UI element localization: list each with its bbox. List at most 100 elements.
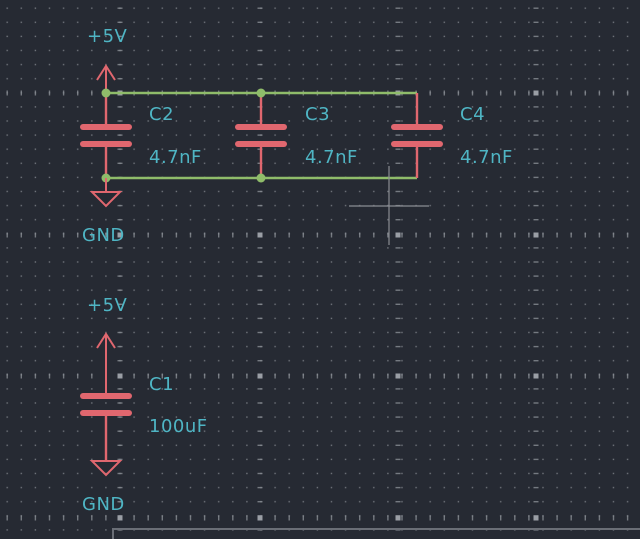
major-grid-tick <box>257 388 263 390</box>
major-grid-tick <box>117 49 123 52</box>
ground-triangle-icon <box>89 460 123 477</box>
major-grid-tick <box>533 78 539 80</box>
major-grid-tick <box>274 232 276 238</box>
component-ref[interactable]: C3 <box>305 104 330 125</box>
major-grid-tick <box>471 373 474 379</box>
major-grid-tick <box>257 7 263 9</box>
major-grid-tick <box>117 289 123 291</box>
major-grid-tick <box>246 515 248 521</box>
major-grid-tick <box>288 515 290 521</box>
major-grid-tick <box>6 232 8 238</box>
ground-symbol[interactable]: GND <box>82 178 125 246</box>
capacitor-c3[interactable]: C3 4.7nF <box>235 93 358 178</box>
major-grid-tick <box>395 219 401 221</box>
major-grid-tick <box>612 232 615 238</box>
major-grid-tick <box>533 106 539 108</box>
sheet-border <box>112 528 640 539</box>
major-grid-tick <box>533 35 539 38</box>
major-grid-tick <box>528 90 530 96</box>
decoupling-group: +5V C2 4.7nF C3 4.7nF C4 4.7nF <box>80 26 513 246</box>
major-grid-tick <box>20 515 22 521</box>
major-grid-tick <box>274 515 276 521</box>
component-value[interactable]: 100uF <box>149 416 208 437</box>
major-grid-tick <box>117 63 123 66</box>
major-grid-tick <box>117 486 123 489</box>
major-grid-tick <box>91 232 93 238</box>
major-grid-tick <box>218 373 220 379</box>
major-grid-tick <box>533 303 539 305</box>
major-grid-tick <box>500 515 502 521</box>
major-grid-tick <box>48 373 51 379</box>
ground-symbol[interactable]: GND <box>82 460 125 515</box>
component-value[interactable]: 4.7nF <box>460 147 513 168</box>
major-grid-tick <box>257 204 263 207</box>
major-grid-tick <box>359 515 361 521</box>
major-grid-node <box>395 373 401 379</box>
junction-dot <box>256 173 266 183</box>
capacitor-c1[interactable]: C1 100uF <box>80 374 208 461</box>
major-grid-tick <box>533 21 539 23</box>
major-grid-tick <box>429 515 431 521</box>
major-grid-tick <box>533 402 539 404</box>
major-grid-tick <box>48 515 51 521</box>
major-grid-tick <box>117 7 123 9</box>
major-grid-tick <box>626 90 629 96</box>
major-grid-tick <box>395 430 401 432</box>
major-grid-tick <box>533 261 539 263</box>
component-value[interactable]: 4.7nF <box>149 147 202 168</box>
major-grid-tick <box>373 515 375 521</box>
major-grid-node <box>395 515 401 521</box>
major-grid-tick <box>626 515 629 521</box>
major-grid-tick <box>556 232 558 238</box>
major-grid-tick <box>117 261 123 263</box>
major-grid-tick <box>257 219 263 221</box>
capacitor-c4[interactable]: C4 4.7nF <box>391 93 513 178</box>
major-grid-tick <box>395 78 401 80</box>
major-grid-tick <box>500 373 502 379</box>
major-grid-tick <box>117 317 123 320</box>
capacitor-c2[interactable]: C2 4.7nF <box>80 93 202 178</box>
major-grid-node <box>257 373 263 379</box>
major-grid-tick <box>533 289 539 291</box>
component-value[interactable]: 4.7nF <box>305 147 358 168</box>
major-grid-tick <box>395 120 401 122</box>
component-ref[interactable]: C4 <box>460 104 485 125</box>
major-grid-tick <box>302 373 304 379</box>
major-grid-tick <box>257 289 263 291</box>
major-grid-tick <box>570 232 572 238</box>
major-grid-node <box>533 232 539 238</box>
major-grid-tick <box>429 373 431 379</box>
major-grid-tick <box>257 501 263 503</box>
major-grid-tick <box>533 219 539 221</box>
major-grid-tick <box>528 232 530 238</box>
major-grid-tick <box>584 515 586 521</box>
component-ref[interactable]: C2 <box>149 104 174 125</box>
major-grid-tick <box>401 373 403 379</box>
major-grid-node <box>257 515 263 521</box>
major-grid-tick <box>257 360 263 362</box>
major-grid-tick <box>395 472 401 475</box>
major-grid-tick <box>533 134 539 136</box>
major-grid-tick <box>117 247 123 249</box>
major-grid-tick <box>117 430 123 432</box>
major-grid-tick <box>612 90 615 96</box>
power-symbol-5v[interactable]: +5V <box>87 26 128 93</box>
major-grid-tick <box>626 373 629 379</box>
major-grid-tick <box>189 373 192 379</box>
major-grid-tick <box>533 148 539 150</box>
component-ref[interactable]: C1 <box>149 374 174 395</box>
major-grid-tick <box>257 402 263 404</box>
major-grid-tick <box>500 90 502 96</box>
major-grid-tick <box>232 515 234 521</box>
major-grid-tick <box>20 373 22 379</box>
power-symbol-5v[interactable]: +5V <box>87 295 128 396</box>
major-grid-tick <box>533 275 539 277</box>
major-grid-tick <box>62 373 65 379</box>
major-grid-tick <box>485 232 488 238</box>
major-grid-node <box>257 232 263 238</box>
major-grid-tick <box>514 90 516 96</box>
major-grid-tick <box>528 515 530 521</box>
major-grid-tick <box>471 232 474 238</box>
ground-triangle-icon <box>89 191 123 208</box>
